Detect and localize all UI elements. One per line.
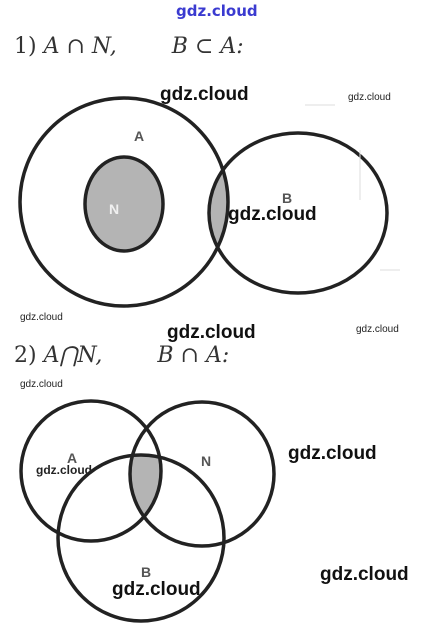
watermark-small-1: gdz.cloud <box>348 92 391 103</box>
label-b-2: B <box>141 564 151 580</box>
problem-2-expr-left: A⋂N, <box>43 343 103 368</box>
watermark-big-1: gdz.cloud <box>160 84 249 105</box>
circle-a-1 <box>18 96 230 308</box>
region-n-shaded <box>85 157 163 251</box>
watermark-big-5: gdz.cloud <box>320 564 409 585</box>
circle-b-2 <box>56 453 226 623</box>
circle-n-1 <box>83 155 165 253</box>
problem-2-header: 2) A⋂N, B ∩ A: <box>14 343 229 368</box>
label-a-2: A <box>67 450 77 466</box>
scan-marks <box>305 104 400 271</box>
watermark-big-4: gdz.cloud <box>288 443 377 464</box>
watermark-small-3: gdz.cloud <box>356 324 399 335</box>
label-n-1: N <box>109 201 119 217</box>
problem-2-expr-right: B ∩ A: <box>157 343 230 368</box>
diagram-2: A N B <box>19 399 276 623</box>
problem-1-header: 1) A ∩ N, B ⊂ A: <box>14 34 244 59</box>
watermark-small-5: gdz.cloud <box>36 463 92 477</box>
watermark-small-4: gdz.cloud <box>20 379 63 390</box>
label-n-2: N <box>201 453 211 469</box>
watermark-small-2: gdz.cloud <box>20 312 63 323</box>
circle-a-2 <box>19 399 163 543</box>
problem-2-number: 2) <box>14 343 37 368</box>
problem-1-expr-left: A ∩ N, <box>43 34 117 59</box>
watermark-top: gdz.cloud <box>176 2 258 20</box>
problem-1-number: 1) <box>14 34 37 59</box>
watermark-big-6: gdz.cloud <box>112 579 201 600</box>
watermark-big-3: gdz.cloud <box>167 322 256 343</box>
circle-n-2 <box>128 400 276 548</box>
problem-1-expr-right: B ⊂ A: <box>171 34 244 59</box>
diagram-1: A N B <box>18 96 389 308</box>
label-b-1: B <box>282 190 292 206</box>
label-a-1: A <box>134 128 144 144</box>
watermark-big-2: gdz.cloud <box>228 204 317 225</box>
circle-b-1 <box>207 131 389 295</box>
